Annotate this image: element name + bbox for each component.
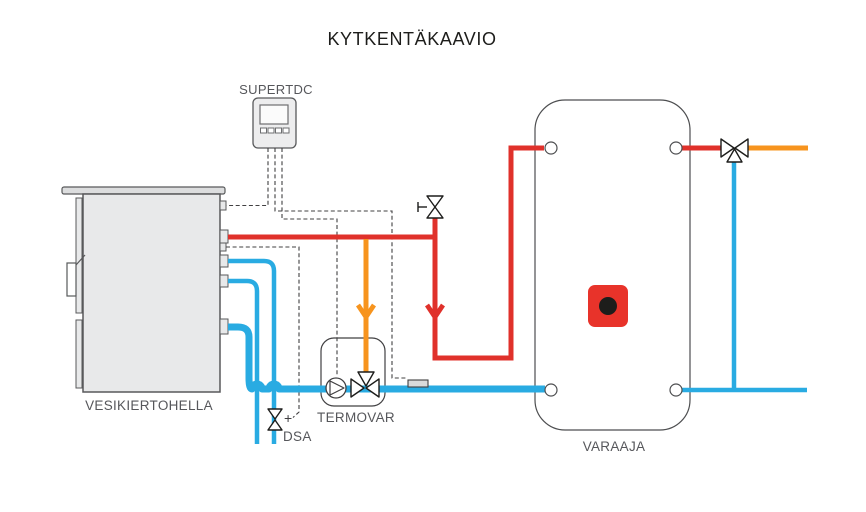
pipe-hot-supply-to-tank <box>432 145 544 361</box>
stove-door-handle <box>66 262 77 297</box>
loading-unit-label: TERMOVAR <box>317 410 395 425</box>
tank-port-top-left <box>544 141 558 155</box>
controller-button-4 <box>282 127 290 134</box>
pipe-cold-drop-1 <box>228 258 277 444</box>
pipe-sensor-icon <box>407 379 429 388</box>
dsa-plus-sign: + <box>284 410 292 426</box>
tank-port-bottom-left <box>544 383 558 397</box>
stove-return-port <box>219 318 229 335</box>
pipe-return-line <box>228 323 545 393</box>
wire-stove-to-dsa-valve <box>226 246 300 418</box>
stove-cold-port-2 <box>219 274 229 288</box>
flow-arrow-icon-orange <box>356 303 376 322</box>
safety-valve-label: DSA <box>283 429 312 444</box>
controller-button-3 <box>275 127 282 134</box>
tank-port-bottom-right <box>669 383 683 397</box>
dsa-valve-icon <box>267 408 283 431</box>
tank-port-top-right <box>669 141 683 155</box>
wood-stove <box>61 186 229 393</box>
stove-cold-port-1 <box>219 254 229 268</box>
heater-element-icon <box>588 285 628 327</box>
stove-hot-out-port <box>219 229 229 244</box>
controller-unit <box>252 97 297 149</box>
tank-label: VARAAJA <box>583 439 646 454</box>
wire-controller-to-pump <box>281 148 338 376</box>
shutoff-valve-icon <box>417 195 444 219</box>
three-way-valve-icon <box>350 371 380 398</box>
stove-body <box>82 193 221 393</box>
controller-button-1 <box>260 127 267 134</box>
controller-label: SUPERTDC <box>239 82 313 97</box>
wire-controller-to-stove-sensor <box>226 148 269 207</box>
stove-door-edge-bottom <box>75 319 83 389</box>
stove-label: VESIKIERTOHELLA <box>85 398 213 413</box>
controller-button-2 <box>267 127 275 134</box>
circulation-pump-icon <box>325 377 347 399</box>
flow-arrow-icon-red <box>425 303 445 322</box>
diagram-title: KYTKENTÄKAAVIO <box>327 29 496 49</box>
stove-dsa-port <box>219 242 227 252</box>
stove-top-plate <box>61 186 226 195</box>
mixing-valve-icon <box>720 138 749 163</box>
heater-element-dot <box>599 297 617 315</box>
controller-display <box>259 104 289 125</box>
accumulator-tank-body <box>534 99 691 431</box>
pipe-cold-drop-2 <box>228 278 260 444</box>
stove-handle-link <box>75 254 86 266</box>
stove-sensor-port <box>219 200 227 211</box>
stove-door-edge-top <box>75 197 83 314</box>
wire-controller-to-pipe-sensor <box>274 148 408 379</box>
